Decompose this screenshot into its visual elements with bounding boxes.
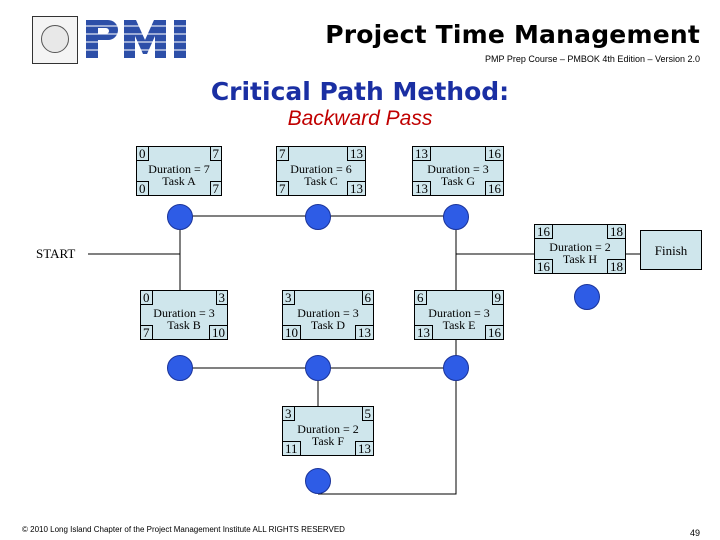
task-f-late-start: 11 xyxy=(283,441,301,455)
task-e-circle xyxy=(443,355,469,381)
task-e-early-finish: 9 xyxy=(491,291,503,305)
task-g-early-start: 13 xyxy=(413,147,431,161)
task-h-late-start: 16 xyxy=(535,259,553,273)
task-h-early-start: 16 xyxy=(535,225,553,239)
task-f-early-start: 3 xyxy=(283,407,295,421)
task-c-duration: Duration = 6 xyxy=(290,162,352,176)
task-d-late-finish: 13 xyxy=(355,325,373,339)
slide-heading: Critical Path Method: xyxy=(210,77,510,106)
task-e-late-finish: 16 xyxy=(485,325,503,339)
task-f-early-finish: 5 xyxy=(361,407,373,421)
task-g-node: 13 16 Duration = 3 Task G 13 16 xyxy=(412,146,504,196)
page-number: 49 xyxy=(689,528,700,538)
slide-subheading: Backward Pass xyxy=(287,107,433,130)
task-e-early-start: 6 xyxy=(415,291,427,305)
task-a-early-start: 0 xyxy=(137,147,149,161)
task-a-circle xyxy=(167,204,193,230)
copyright-footer: © 2010 Long Island Chapter of the Projec… xyxy=(22,525,345,534)
pmi-logo xyxy=(32,14,216,64)
task-g-early-finish: 16 xyxy=(485,147,503,161)
task-c-early-start: 7 xyxy=(277,147,289,161)
task-d-name: Task D xyxy=(310,318,346,332)
task-f-node: 3 5 Duration = 2 Task F 11 13 xyxy=(282,406,374,456)
header: Project Time Management PMP Prep Course … xyxy=(0,0,720,72)
task-h-node: 16 18 Duration = 2 Task H 16 18 xyxy=(534,224,626,274)
task-c-early-finish: 13 xyxy=(347,147,365,161)
task-a-early-finish: 7 xyxy=(209,147,221,161)
task-c-late-finish: 13 xyxy=(347,181,365,195)
task-b-early-finish: 3 xyxy=(215,291,227,305)
page-title: Project Time Management xyxy=(325,20,700,49)
task-g-name: Task G xyxy=(440,174,476,188)
task-d-late-start: 10 xyxy=(283,325,301,339)
task-a-late-start: 0 xyxy=(137,181,149,195)
task-h-circle xyxy=(574,284,600,310)
task-d-early-start: 3 xyxy=(283,291,295,305)
task-d-node: 3 6 Duration = 3 Task D 10 13 xyxy=(282,290,374,340)
task-f-name: Task F xyxy=(311,434,345,448)
task-f-duration: Duration = 2 xyxy=(297,422,359,436)
task-c-circle xyxy=(305,204,331,230)
task-a-node: 0 7 Duration = 7 Task A 0 7 xyxy=(136,146,222,196)
task-e-duration: Duration = 3 xyxy=(428,306,490,320)
task-e-name: Task E xyxy=(442,318,476,332)
task-a-late-finish: 7 xyxy=(209,181,221,195)
task-c-late-start: 7 xyxy=(277,181,289,195)
finish-node: Finish xyxy=(640,230,702,270)
task-b-circle xyxy=(167,355,193,381)
task-a-duration: Duration = 7 xyxy=(148,162,210,176)
pmi-wordmark-icon xyxy=(82,14,216,64)
task-g-duration: Duration = 3 xyxy=(427,162,489,176)
task-a-name: Task A xyxy=(162,174,196,188)
task-h-late-finish: 18 xyxy=(607,259,625,273)
task-b-duration: Duration = 3 xyxy=(153,306,215,320)
task-f-late-finish: 13 xyxy=(355,441,373,455)
chapter-seal-icon xyxy=(32,16,78,64)
task-b-name: Task B xyxy=(167,318,201,332)
task-b-late-finish: 10 xyxy=(209,325,227,339)
task-b-early-start: 0 xyxy=(141,291,153,305)
task-c-name: Task C xyxy=(304,174,338,188)
task-b-late-start: 7 xyxy=(141,325,153,339)
task-g-late-finish: 16 xyxy=(485,181,503,195)
task-h-early-finish: 18 xyxy=(607,225,625,239)
task-h-name: Task H xyxy=(562,252,598,266)
task-b-node: 0 3 Duration = 3 Task B 7 10 xyxy=(140,290,228,340)
task-h-duration: Duration = 2 xyxy=(549,240,611,254)
task-g-late-start: 13 xyxy=(413,181,431,195)
task-d-duration: Duration = 3 xyxy=(297,306,359,320)
task-e-node: 6 9 Duration = 3 Task E 13 16 xyxy=(414,290,504,340)
task-c-node: 7 13 Duration = 6 Task C 7 13 xyxy=(276,146,366,196)
task-f-circle xyxy=(305,468,331,494)
task-e-late-start: 13 xyxy=(415,325,433,339)
page-subtitle: PMP Prep Course – PMBOK 4th Edition – Ve… xyxy=(485,54,700,64)
start-node: START xyxy=(36,246,84,262)
task-d-early-finish: 6 xyxy=(361,291,373,305)
task-d-circle xyxy=(305,355,331,381)
task-g-circle xyxy=(443,204,469,230)
